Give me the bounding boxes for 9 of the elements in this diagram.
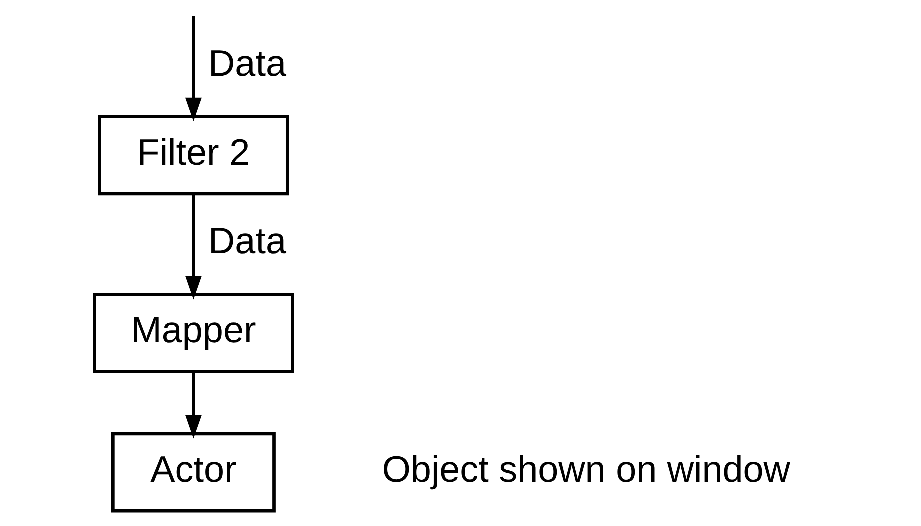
node-box: Filter 2 xyxy=(98,115,290,196)
arrow xyxy=(185,372,202,439)
arrow xyxy=(185,194,202,300)
arrow xyxy=(185,16,202,122)
edge-label: Data xyxy=(208,42,286,84)
edge-label: Data xyxy=(208,220,286,262)
node-box: Mapper xyxy=(93,292,294,374)
node-box: Actor xyxy=(112,432,276,513)
label: Object shown on window xyxy=(382,448,790,490)
